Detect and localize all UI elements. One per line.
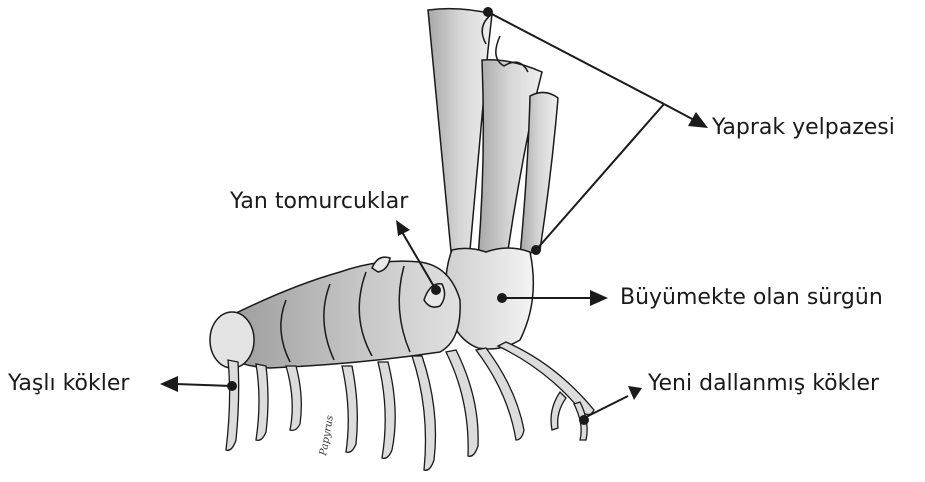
dot-leaf-top bbox=[483, 7, 493, 17]
label-leaf-fan: Yaprak yelpazesi bbox=[712, 117, 895, 139]
rhizome-body bbox=[222, 261, 460, 368]
leader-line-leaf-fan bbox=[664, 104, 694, 120]
arrowhead-leaf-fan bbox=[688, 112, 708, 128]
dot-side-bud bbox=[431, 285, 441, 295]
root-new-branch bbox=[551, 392, 566, 430]
root bbox=[446, 350, 478, 456]
label-old-roots: Yaşlı kökler bbox=[8, 373, 129, 395]
root bbox=[476, 348, 524, 440]
dot-growing-shoot bbox=[497, 293, 507, 303]
label-new-roots: Yeni dallanmış kökler bbox=[648, 373, 879, 395]
label-growing-shoot: Büyümekte olan sürgün bbox=[620, 287, 883, 309]
arrowhead-growing-shoot bbox=[590, 290, 608, 306]
dot-old-roots bbox=[227, 381, 237, 391]
arrowhead-old-roots bbox=[160, 376, 178, 392]
leader-line-old-roots bbox=[176, 384, 232, 386]
root bbox=[412, 356, 436, 470]
label-side-buds: Yan tomurcuklar bbox=[230, 191, 408, 213]
dot-new-roots bbox=[579, 415, 589, 425]
arrowhead-new-roots bbox=[628, 386, 642, 400]
root-old bbox=[256, 364, 268, 440]
root-old bbox=[286, 366, 301, 430]
root bbox=[378, 362, 395, 458]
leaf-fan bbox=[428, 9, 558, 262]
signature: Papyrus bbox=[318, 415, 336, 458]
dot-leaf-base bbox=[531, 245, 541, 255]
root bbox=[342, 366, 357, 452]
root-old bbox=[226, 360, 239, 450]
rhizome-old-end bbox=[210, 312, 254, 368]
rhizome bbox=[210, 257, 460, 368]
